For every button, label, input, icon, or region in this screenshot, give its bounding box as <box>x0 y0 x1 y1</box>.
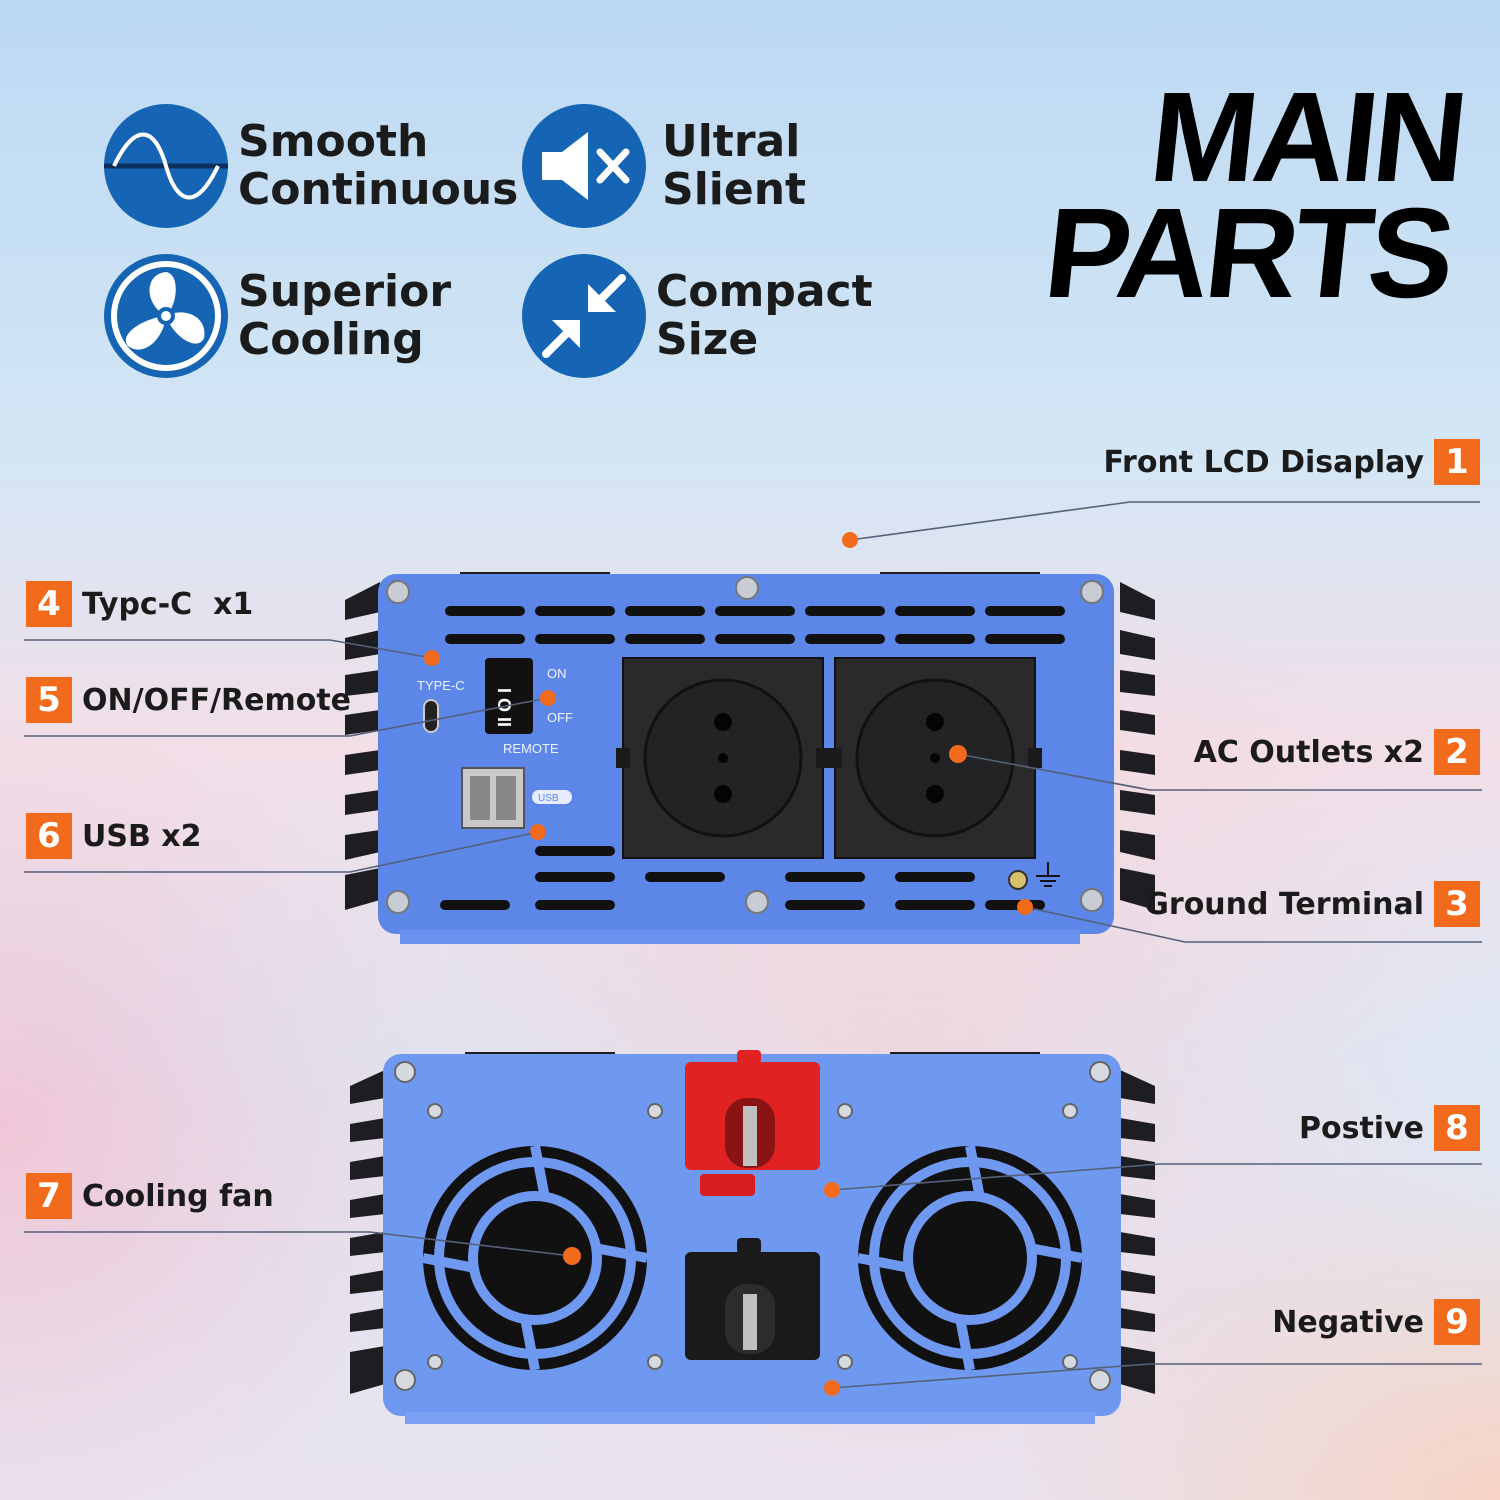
part-label-on-off-remote: 5 ON/OFF/Remote <box>26 676 351 724</box>
fan-icon <box>104 254 228 378</box>
inverter-front-view: TYPE-C I O II ON OFF REMOTE USB <box>345 572 1155 944</box>
part-label-text: Postive <box>1299 1110 1424 1146</box>
feature-line1: Ultral <box>662 116 801 167</box>
switch-remote-label: REMOTE <box>503 741 559 756</box>
feature-smooth-continuous: Smooth Continuous <box>104 104 518 228</box>
part-number-badge: 2 <box>1434 729 1480 775</box>
switch-off-label: OFF <box>547 710 573 725</box>
typec-port-label: TYPE-C <box>417 678 465 693</box>
positive-terminal[interactable] <box>685 1050 820 1196</box>
speaker-mute-icon <box>522 104 646 228</box>
panel-screws <box>386 576 1104 914</box>
cooling-fan-left <box>422 1145 648 1371</box>
part-label-front-lcd: Front LCD Disaplay 1 <box>1103 438 1480 486</box>
part-label-usb: 6 USB x2 <box>26 812 202 860</box>
right-heatsink-fins <box>1120 1070 1155 1394</box>
ground-terminal[interactable] <box>1008 870 1028 890</box>
negative-terminal[interactable] <box>685 1238 820 1360</box>
part-number-badge: 7 <box>26 1173 72 1219</box>
part-label-text: Ground Terminal <box>1144 886 1424 922</box>
switch-on-label: ON <box>547 666 567 681</box>
part-number-badge: 6 <box>26 813 72 859</box>
part-number-badge: 4 <box>26 581 72 627</box>
svg-text:I O II: I O II <box>494 688 514 727</box>
ac-outlet-right[interactable] <box>828 657 1042 859</box>
feature-compact-size: Compact Size <box>522 254 873 378</box>
feature-line1: Smooth <box>238 116 429 167</box>
part-label-text: Front LCD Disaplay <box>1103 444 1424 480</box>
feature-line2: Cooling <box>238 314 424 365</box>
part-label-text: Typc-C x1 <box>82 586 254 622</box>
feature-line2: Size <box>656 314 759 365</box>
title-line1: MAIN <box>1143 66 1470 209</box>
inverter-back-view <box>350 1050 1155 1424</box>
part-label-typec: 4 Typc-C x1 <box>26 580 253 628</box>
ground-symbol-icon <box>1036 862 1060 887</box>
part-number-badge: 3 <box>1434 881 1480 927</box>
part-label-negative: Negative 9 <box>1272 1298 1480 1346</box>
feature-superior-cooling: Superior Cooling <box>104 254 451 378</box>
feature-ultral-slient: Ultral Slient <box>522 104 806 228</box>
title-line2: PARTS <box>1038 182 1458 325</box>
typec-port[interactable] <box>423 699 439 733</box>
part-label-text: Negative <box>1272 1304 1424 1340</box>
part-label-text: ON/OFF/Remote <box>82 682 352 718</box>
part-label-positive: Postive 8 <box>1299 1104 1480 1152</box>
part-number-badge: 1 <box>1434 439 1480 485</box>
page-title: MAIN PARTS <box>1038 66 1470 325</box>
right-heatsink-fins <box>1120 582 1155 910</box>
part-label-text: AC Outlets x2 <box>1193 734 1424 770</box>
usb-label: USB <box>538 793 559 804</box>
part-label-ground-terminal: Ground Terminal 3 <box>1144 880 1480 928</box>
cooling-fan-right <box>857 1145 1083 1371</box>
part-label-text: Cooling fan <box>82 1178 274 1214</box>
part-number-badge: 9 <box>1434 1299 1480 1345</box>
feature-line2: Slient <box>662 164 807 215</box>
part-label-text: USB x2 <box>82 818 202 854</box>
compress-arrows-icon <box>522 254 646 378</box>
part-number-badge: 8 <box>1434 1105 1480 1151</box>
part-label-ac-outlets: AC Outlets x2 2 <box>1194 728 1480 776</box>
feature-line2: Continuous <box>238 164 519 215</box>
left-heatsink-fins <box>350 1070 385 1394</box>
feature-line1: Compact <box>656 266 873 317</box>
sine-wave-icon <box>104 104 228 228</box>
part-label-cooling-fan: 7 Cooling fan <box>26 1172 274 1220</box>
feature-line1: Superior <box>238 266 452 317</box>
part-number-badge: 5 <box>26 677 72 723</box>
vent-slots <box>440 606 1065 910</box>
left-heatsink-fins <box>345 582 380 910</box>
ac-outlet-left[interactable] <box>616 657 830 859</box>
